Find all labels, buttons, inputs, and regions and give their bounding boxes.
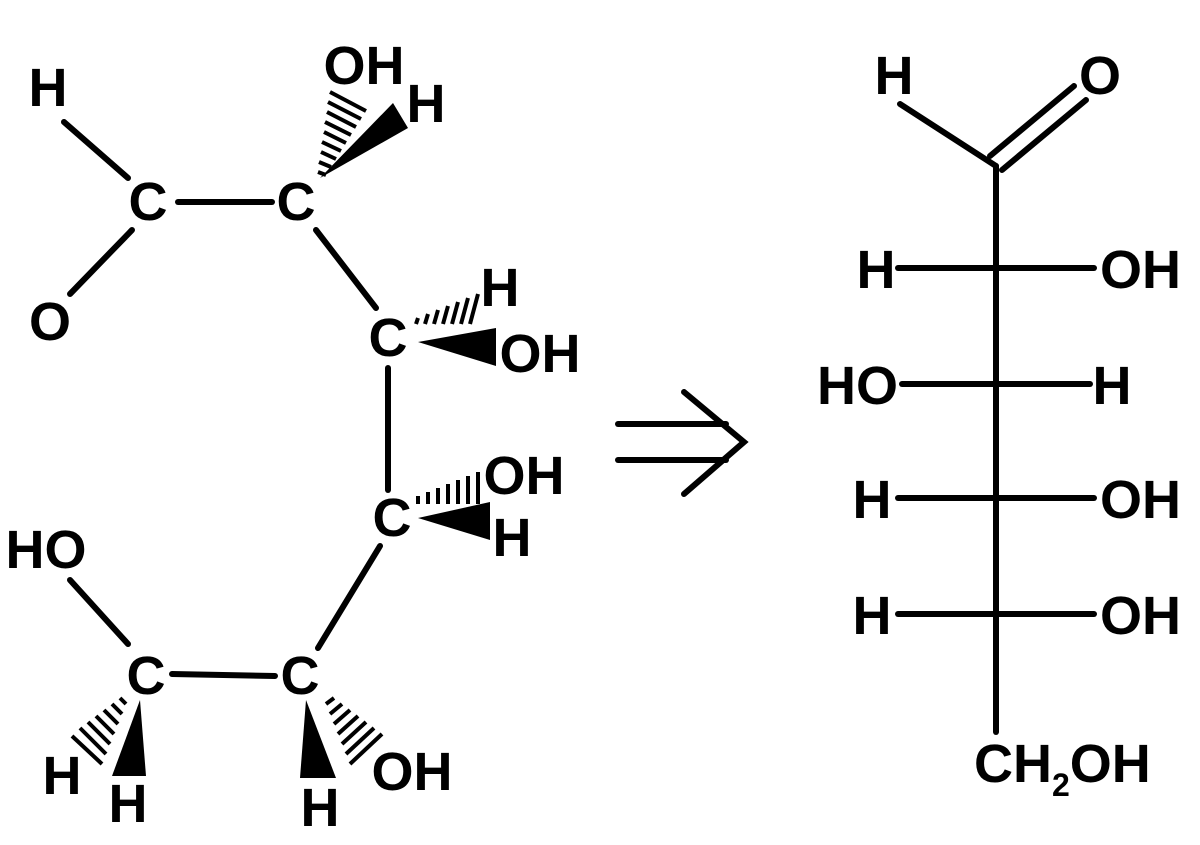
wedge-bond-c6-h — [112, 700, 146, 776]
zigzag-structure: H C O C OH H C H OH C OH H C H OH C HO H… — [6, 36, 581, 838]
atom-c6-ho: HO — [6, 520, 87, 580]
atom-c6: C — [127, 646, 166, 706]
fischer-aldehyde-o: O — [1079, 46, 1121, 106]
hash-bond-c4-oh — [416, 472, 480, 504]
hash-bond-c6-h — [70, 696, 128, 766]
wedge-bond-c2-h — [320, 103, 408, 178]
fischer-row-3-right: OH — [1100, 470, 1181, 530]
fischer-bottom-ch: CH — [974, 734, 1052, 794]
wedge-bond-c5-h — [300, 700, 336, 778]
hash-bond-c3-h — [414, 293, 480, 325]
fischer-bottom-subscript: 2 — [1052, 767, 1070, 803]
atom-c5-oh: OH — [372, 742, 453, 802]
fischer-row-3-left: H — [853, 470, 892, 530]
atom-c3: C — [369, 308, 408, 368]
atom-c4: C — [373, 488, 412, 548]
bond-aldehyde-h — [897, 101, 999, 169]
fischer-aldehyde-h: H — [875, 46, 914, 106]
fischer-row-4-right: OH — [1100, 586, 1181, 646]
fischer-row-1-left: H — [857, 240, 896, 300]
fischer-bottom-ch2oh: CH2OH — [974, 734, 1151, 803]
atom-c2: C — [277, 172, 316, 232]
implies-arrow-icon — [615, 389, 749, 497]
fischer-row-4: H OH — [853, 586, 1182, 646]
fischer-row-4-left: H — [853, 586, 892, 646]
atom-c5-h: H — [301, 778, 340, 838]
atom-c1-h: H — [29, 58, 68, 118]
fischer-row-2-left: HO — [817, 356, 898, 416]
fischer-row-3: H OH — [853, 470, 1182, 530]
hash-bond-c2-oh — [317, 90, 367, 177]
fischer-bottom-oh: OH — [1070, 734, 1151, 794]
atom-c2-h: H — [407, 74, 446, 134]
bond-aldehyde-o-2 — [999, 97, 1089, 173]
atom-c5: C — [281, 646, 320, 706]
atom-c4-h: H — [493, 508, 532, 568]
atom-c4-oh: OH — [484, 446, 565, 506]
fischer-projection: H O H OH HO H H OH H OH CH2OH — [817, 46, 1181, 803]
atom-c2-oh: OH — [324, 36, 405, 96]
wedge-bond-c3-oh — [418, 328, 496, 366]
atom-c1-o: O — [29, 292, 71, 352]
wedge-bond-c4-h — [418, 502, 490, 540]
bond-c1-o — [67, 227, 135, 297]
atom-c3-h: H — [481, 258, 520, 318]
bond-c6-ho — [67, 577, 131, 647]
bond-c5-c6 — [169, 671, 278, 679]
bond-c2-c3 — [313, 227, 379, 311]
bond-aldehyde-o-1 — [987, 83, 1077, 159]
fischer-row-1: H OH — [857, 240, 1182, 300]
bond-c4-c5 — [315, 543, 383, 651]
fischer-row-1-right: OH — [1100, 240, 1181, 300]
bond-c1-h — [61, 119, 131, 181]
atom-c1: C — [129, 172, 168, 232]
atom-c6-h-wedge: H — [109, 774, 148, 834]
fischer-row-2-right: H — [1093, 356, 1132, 416]
fischer-row-2: HO H — [817, 356, 1132, 416]
atom-c6-h-hash: H — [43, 746, 82, 806]
atom-c3-oh: OH — [500, 324, 581, 384]
hash-bond-c5-oh — [324, 696, 384, 766]
